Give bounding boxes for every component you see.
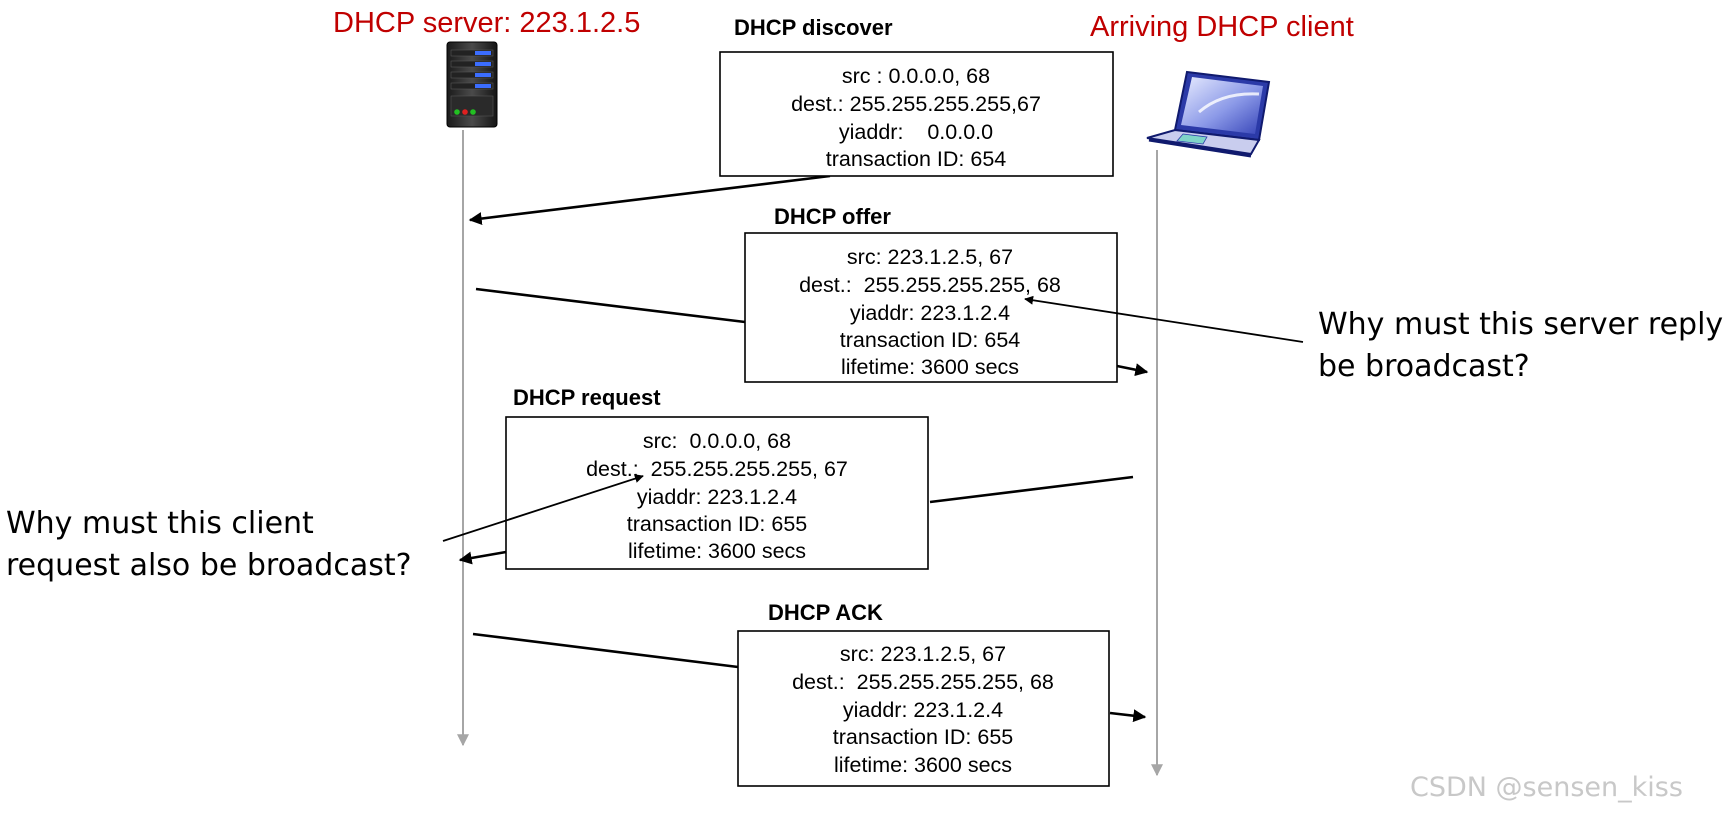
request-field: src: 0.0.0.0, 68 xyxy=(643,429,791,453)
laptop-icon xyxy=(1146,70,1271,158)
ack-field: dest.: 255.255.255.255, 68 xyxy=(792,670,1054,694)
ack-field: src: 223.1.2.5, 67 xyxy=(840,642,1006,666)
request-field: transaction ID: 655 xyxy=(627,512,808,536)
client-request-pointer xyxy=(442,474,644,542)
question-line: be broadcast? xyxy=(1318,349,1530,384)
offer-field: transaction ID: 654 xyxy=(840,328,1021,352)
ack-field: yiaddr: 223.1.2.4 xyxy=(843,698,1003,722)
server-label: DHCP server: 223.1.2.5 xyxy=(333,7,640,39)
request-flow-arrow xyxy=(458,550,507,565)
offer-flow-line xyxy=(475,287,746,324)
discover-field: yiaddr: 0.0.0.0 xyxy=(839,120,993,144)
request-box: src: 0.0.0.0, 68 dest.: 255.255.255.255,… xyxy=(505,416,929,570)
offer-title: DHCP offer xyxy=(774,204,891,229)
server-reply-question: Why must this server reply be broadcast? xyxy=(1318,307,1723,384)
server-tower-icon xyxy=(446,41,498,128)
client-label: Arriving DHCP client xyxy=(1090,11,1354,43)
offer-flow-arrow xyxy=(1116,363,1149,377)
server-reply-pointer xyxy=(1024,295,1304,343)
ack-title: DHCP ACK xyxy=(768,600,883,625)
discover-flow-arrow xyxy=(468,174,831,226)
discover-box: src : 0.0.0.0, 68 dest.: 255.255.255.255… xyxy=(719,51,1114,177)
request-title: DHCP request xyxy=(513,385,661,410)
offer-field: src: 223.1.2.5, 67 xyxy=(847,245,1013,269)
request-field: lifetime: 3600 secs xyxy=(628,539,806,563)
ack-field: lifetime: 3600 secs xyxy=(834,753,1012,777)
ack-flow-line xyxy=(472,632,739,669)
ack-flow-arrow xyxy=(1109,709,1147,723)
discover-field: transaction ID: 654 xyxy=(826,147,1007,171)
discover-field: src : 0.0.0.0, 68 xyxy=(842,64,990,88)
request-field: dest.: 255.255.255.255, 67 xyxy=(586,457,848,481)
question-line: Why must this server reply xyxy=(1318,307,1723,342)
discover-title: DHCP discover xyxy=(734,15,893,40)
offer-box: src: 223.1.2.5, 67 dest.: 255.255.255.25… xyxy=(744,232,1118,383)
ack-field: transaction ID: 655 xyxy=(833,725,1014,749)
ack-box: src: 223.1.2.5, 67 dest.: 255.255.255.25… xyxy=(737,630,1110,787)
offer-field: dest.: 255.255.255.255, 68 xyxy=(799,273,1061,297)
offer-field: yiaddr: 223.1.2.4 xyxy=(850,301,1010,325)
offer-field: lifetime: 3600 secs xyxy=(841,355,1019,379)
watermark: CSDN @sensen_kiss xyxy=(1410,772,1683,803)
client-request-question: Why must this client request also be bro… xyxy=(6,506,412,583)
discover-field: dest.: 255.255.255.255,67 xyxy=(791,92,1041,116)
question-line: request also be broadcast? xyxy=(6,548,412,583)
request-flow-line xyxy=(929,475,1134,504)
request-field: yiaddr: 223.1.2.4 xyxy=(637,485,797,509)
question-line: Why must this client xyxy=(6,506,314,541)
